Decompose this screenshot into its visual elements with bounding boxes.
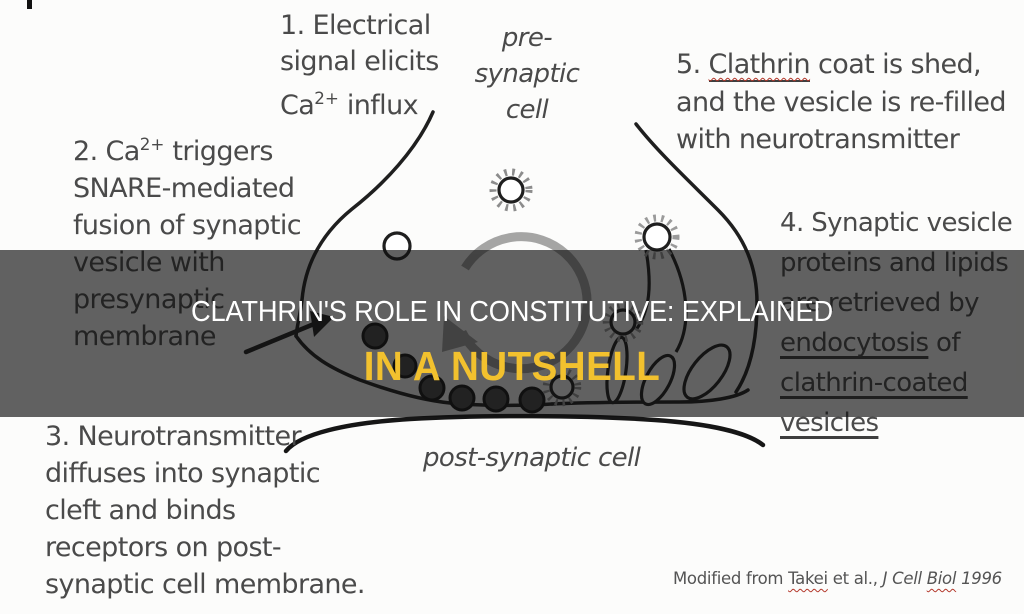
- presynaptic-label-line-1: pre-: [501, 23, 553, 53]
- step-3-line-5: synaptic cell membrane.: [45, 569, 366, 600]
- postsynaptic-cell-label: post-synaptic cell: [423, 443, 641, 473]
- overlay-title: CLATHRIN'S ROLE IN CONSTITUTIVE: EXPLAIN…: [190, 296, 834, 328]
- step-3-line-1: 3. Neurotransmitter: [45, 421, 302, 452]
- step-3-line-3: cleft and binds: [45, 495, 236, 526]
- presynaptic-label-line-3: cell: [505, 95, 549, 125]
- step-5-line-2: and the vesicle is re-filled: [676, 87, 1007, 118]
- overlay-band: [0, 250, 1024, 417]
- step-1-annotation: 1. Electrical signal elicits Ca2+ influx: [280, 8, 439, 124]
- presynaptic-cell-label: pre- synaptic cell: [452, 20, 602, 128]
- step-5-line-3: with neurotransmitter: [676, 124, 960, 155]
- attribution-prefix: Modified from: [673, 569, 789, 588]
- step-1-line-2: signal elicits: [280, 46, 439, 77]
- overlay-subtitle: IN A NUTSHELL: [363, 343, 661, 389]
- presynaptic-label-line-2: synaptic: [474, 59, 580, 89]
- attribution-etal: et al.,: [827, 569, 883, 588]
- step-5-annotation: 5. Clathrin coat is shed, and the vesicl…: [676, 46, 1007, 158]
- crop-tick-mark: [27, 0, 32, 9]
- attribution-journal: J Cell: [882, 569, 927, 588]
- attribution-text: Modified from Takei et al., J Cell Biol …: [673, 569, 1002, 588]
- step-2-line-2: SNARE-mediated: [73, 173, 295, 204]
- step-4-line-1: 4. Synaptic vesicle: [780, 208, 1013, 238]
- clathrin-coated-vesicle-top-icon: [489, 168, 533, 212]
- attribution-author: Takei: [788, 569, 828, 588]
- step-1-line-3: Ca2+ influx: [280, 88, 419, 121]
- attribution-journal-biol: Biol: [926, 569, 957, 588]
- attribution-year: 1996: [956, 569, 1002, 588]
- step-2-line-1: 2. Ca2+ triggers: [73, 134, 273, 167]
- step-3-line-4: receptors on post-: [45, 532, 282, 563]
- clathrin-underlined-word: Clathrin: [708, 49, 811, 82]
- step-3-annotation: 3. Neurotransmitter diffuses into synapt…: [45, 418, 366, 603]
- step-1-line-1: 1. Electrical: [280, 10, 431, 41]
- step-3-line-2: diffuses into synaptic: [45, 458, 321, 489]
- step-2-line-3: fusion of synaptic: [73, 210, 302, 241]
- step-5-line-1: 5. Clathrin coat is shed,: [676, 49, 982, 82]
